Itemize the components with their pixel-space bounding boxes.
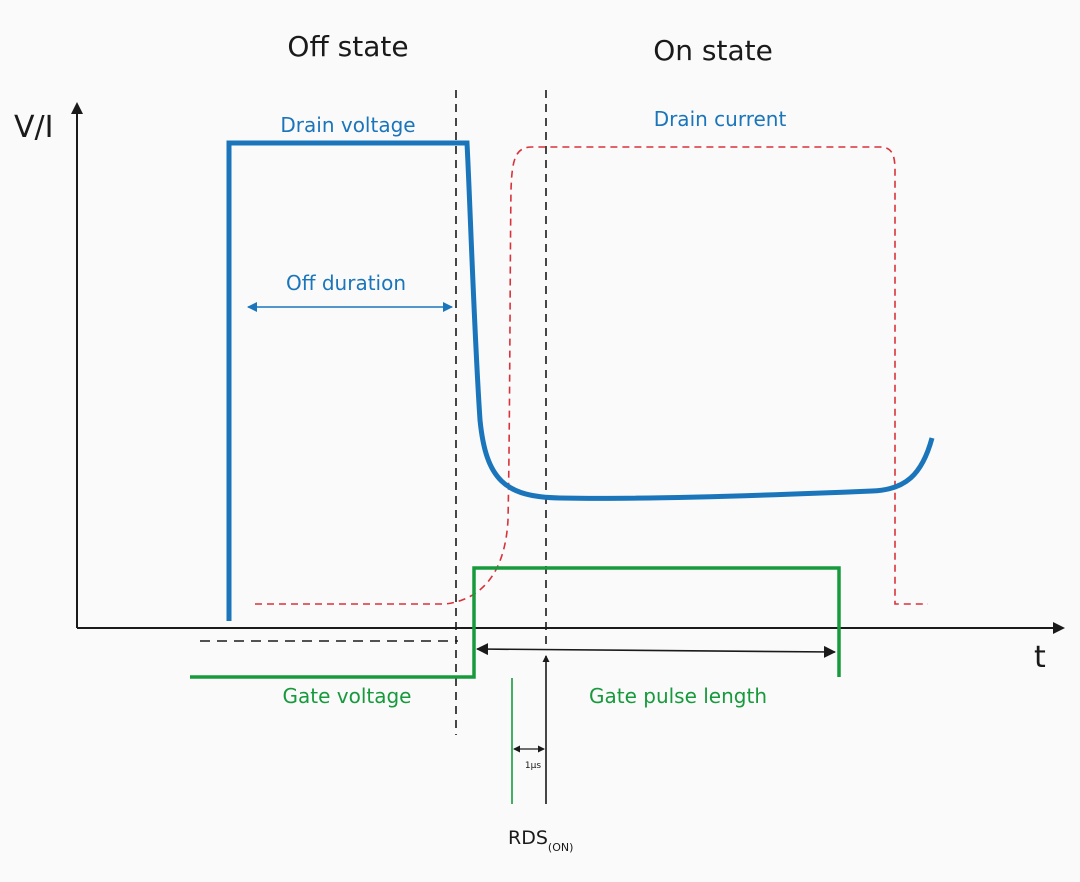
one-us-label: 1µs [525, 761, 541, 771]
x-axis-label: t [1034, 640, 1046, 675]
y-axis-label: V/I [14, 110, 53, 145]
drain-current-label: Drain current [654, 107, 787, 131]
drain-current-curve [255, 146, 928, 605]
off-duration-label: Off duration [286, 271, 406, 295]
on-state-label: On state [653, 34, 773, 67]
off-state-label: Off state [287, 30, 408, 63]
gate-voltage-label: Gate voltage [283, 684, 412, 708]
gate-pulse-length-label: Gate pulse length [589, 684, 767, 708]
rds-on-subscript: (ON) [548, 841, 573, 854]
rds-on-main: RDS [508, 827, 548, 849]
rds-on-label: RDS(ON) [508, 827, 573, 854]
drain-voltage-label: Drain voltage [280, 113, 415, 137]
gate-voltage-curve [190, 566, 841, 679]
gate-pulse-length-arrow [476, 643, 836, 658]
drain-voltage-curve [226, 140, 935, 621]
